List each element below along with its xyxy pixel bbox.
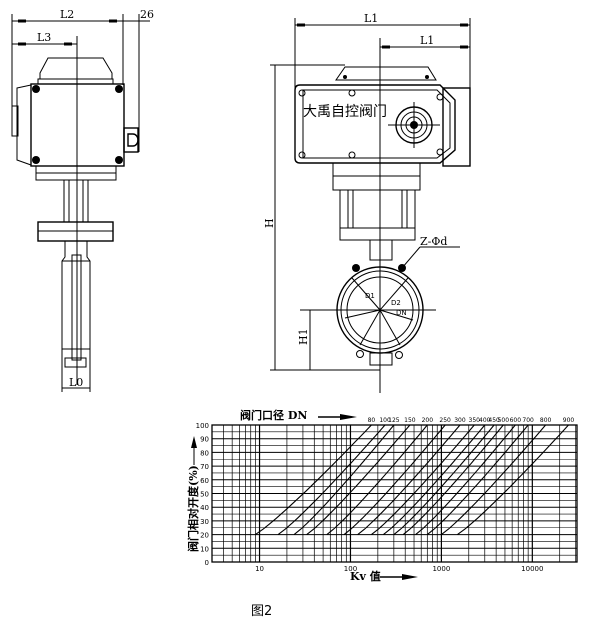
dn-label: 600 [510, 417, 522, 424]
bolt-hole-label: Z-Φd [420, 235, 447, 248]
curve-dn-400 [383, 424, 486, 536]
dn-label: 150 [404, 417, 416, 424]
chart-title: 阀门口径 DN [240, 408, 307, 422]
h1-label: H1 [297, 328, 310, 345]
y-tick-label: 40 [200, 504, 209, 512]
x-axis-label: Kv 值 [350, 569, 381, 583]
curve-dn-700 [426, 424, 529, 536]
d1-label: D1 [365, 292, 375, 300]
x-tick-label: 10 [255, 565, 264, 573]
curve-dn-500 [402, 424, 504, 536]
dn-label: 250 [439, 417, 451, 424]
x-tick-label: 100 [344, 565, 357, 573]
curve-dn-900 [457, 424, 569, 536]
dn-label: 800 [540, 417, 552, 424]
dn-label: 100 [379, 417, 391, 424]
curve-dn-100 [277, 424, 386, 536]
y-tick-label: 50 [200, 491, 209, 499]
side-view: L2 26 L3 L0 [11, 8, 154, 392]
y-tick-label: 90 [200, 436, 209, 444]
curve-dn-150 [306, 424, 411, 536]
front-view: L1 L1 大禹自控阀门 [263, 12, 471, 393]
x-tick-label: 10000 [521, 565, 543, 573]
dn-label: 400 [479, 417, 491, 424]
dn-label: 700 [522, 417, 534, 424]
x-tick-label: 1000 [432, 565, 450, 573]
curve-dn-800 [441, 424, 547, 536]
chart-ticks: 0 10 20 30 40 50 60 70 80 90 100 10 100 1000 10000 [196, 422, 544, 573]
y-tick-label: 80 [200, 449, 209, 457]
dn-label: 350 [469, 417, 481, 424]
curve-dn-350 [371, 424, 475, 536]
curve-dn-300 [357, 424, 461, 536]
curve-dn-200 [326, 424, 428, 536]
curve-dn-250 [343, 424, 446, 536]
y-tick-label: 20 [200, 532, 209, 540]
chart-grid [211, 424, 578, 563]
y-axis-label: 阀门相对开度(%) [186, 465, 200, 552]
dn-label: 80 [368, 417, 376, 424]
l0-label: L0 [69, 376, 83, 389]
dn-label: 125 [388, 417, 400, 424]
dn-label: 300 [454, 417, 466, 424]
l3-label: L3 [37, 31, 51, 44]
curve-dn-450 [393, 424, 495, 536]
offset-26-label: 26 [140, 8, 154, 21]
y-tick-label: 60 [200, 477, 209, 485]
h-label: H [263, 218, 276, 228]
y-tick-label: 0 [205, 559, 209, 567]
manual-override-knob [388, 102, 440, 148]
dn-label: DN [396, 309, 407, 317]
y-tick-label: 10 [200, 545, 209, 553]
figure-caption: 图2 [251, 604, 273, 619]
l1-half-label: L1 [420, 34, 434, 47]
curve-dn-125 [293, 424, 395, 536]
d2-label: D2 [391, 299, 401, 307]
dn-label: 450 [488, 417, 500, 424]
dn-label: 500 [498, 417, 510, 424]
y-tick-label: 30 [200, 518, 209, 526]
y-tick-label: 70 [200, 463, 209, 471]
y-tick-label: 100 [196, 422, 209, 430]
dn-label: 200 [422, 417, 434, 424]
dn-label: 900 [563, 417, 575, 424]
l2-label: L2 [60, 8, 74, 21]
curve-dn-600 [415, 424, 516, 536]
curve-dn-80 [255, 424, 372, 536]
brand-text: 大禹自控阀门 [303, 104, 387, 120]
l1-total-label: L1 [364, 12, 378, 25]
actuator-housing [294, 84, 456, 164]
